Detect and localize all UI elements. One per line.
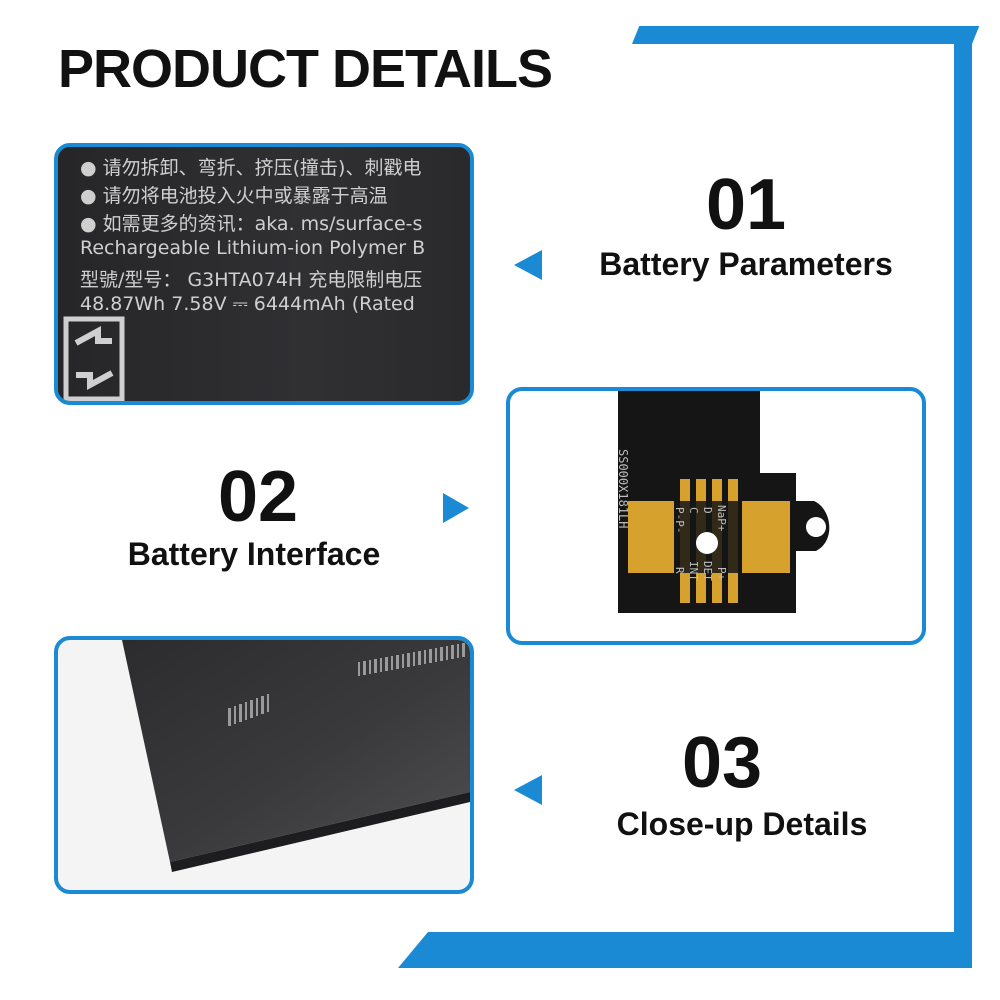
connector-pin-top: NaP+ [715, 505, 728, 532]
connector-pin-int: INT [687, 561, 700, 581]
label-line-3: ● 如需更多的资讯：aka. ms/surface-s [80, 213, 423, 235]
battery-label-photo: ● 请勿拆卸、弯折、挤压(撞击)、刺戳电 ● 请勿将电池投入火中或暴露于高温 ●… [54, 143, 474, 405]
blue-frame-top [632, 26, 980, 44]
blue-frame-right [954, 26, 972, 968]
label-line-5: 型號/型号： G3HTA074H 充电限制电压 [80, 269, 423, 291]
feature-caption-01: Battery Parameters [599, 246, 893, 282]
label-line-2: ● 请勿将电池投入火中或暴露于高温 [80, 185, 388, 207]
label-line-4: Rechargeable Lithium-ion Polymer B [80, 237, 426, 259]
connector-pin-pplus: P+ [715, 567, 728, 581]
feature-caption-02: Battery Interface [127, 536, 381, 572]
recycle-icon [62, 313, 126, 401]
connector-pin-pp: P-P- [673, 507, 686, 534]
connector-part-code: SS000X181LH [616, 449, 630, 529]
triangle-left-icon [514, 775, 542, 805]
triangle-right-icon [443, 493, 469, 523]
label-line-6: 48.87Wh 7.58V ⎓ 6444mAh (Rated [80, 293, 415, 315]
label-texture [58, 147, 470, 401]
closeup-surface [122, 640, 470, 872]
feature-number-01: 01 [705, 165, 787, 245]
connector-pin-d: D [701, 507, 714, 514]
label-line-1: ● 请勿拆卸、弯折、挤压(撞击)、刺戳电 [80, 157, 422, 179]
connector-pin-c: C [687, 507, 700, 514]
connector-pin-det: DET [701, 561, 714, 581]
battery-connector-photo: SS000X181LH NaP+ D C P-P- P+ DET INT R [506, 387, 926, 645]
triangle-left-icon [514, 250, 542, 280]
feature-caption-03: Close-up Details [616, 806, 868, 842]
battery-closeup-photo [54, 636, 474, 894]
feature-number-02: 02 [217, 457, 299, 537]
page-title: PRODUCT DETAILS [58, 39, 553, 99]
blue-frame-bottom [398, 932, 972, 968]
connector-pin-r: R [673, 567, 686, 574]
feature-number-03: 03 [681, 723, 763, 803]
connector-board [618, 391, 830, 613]
